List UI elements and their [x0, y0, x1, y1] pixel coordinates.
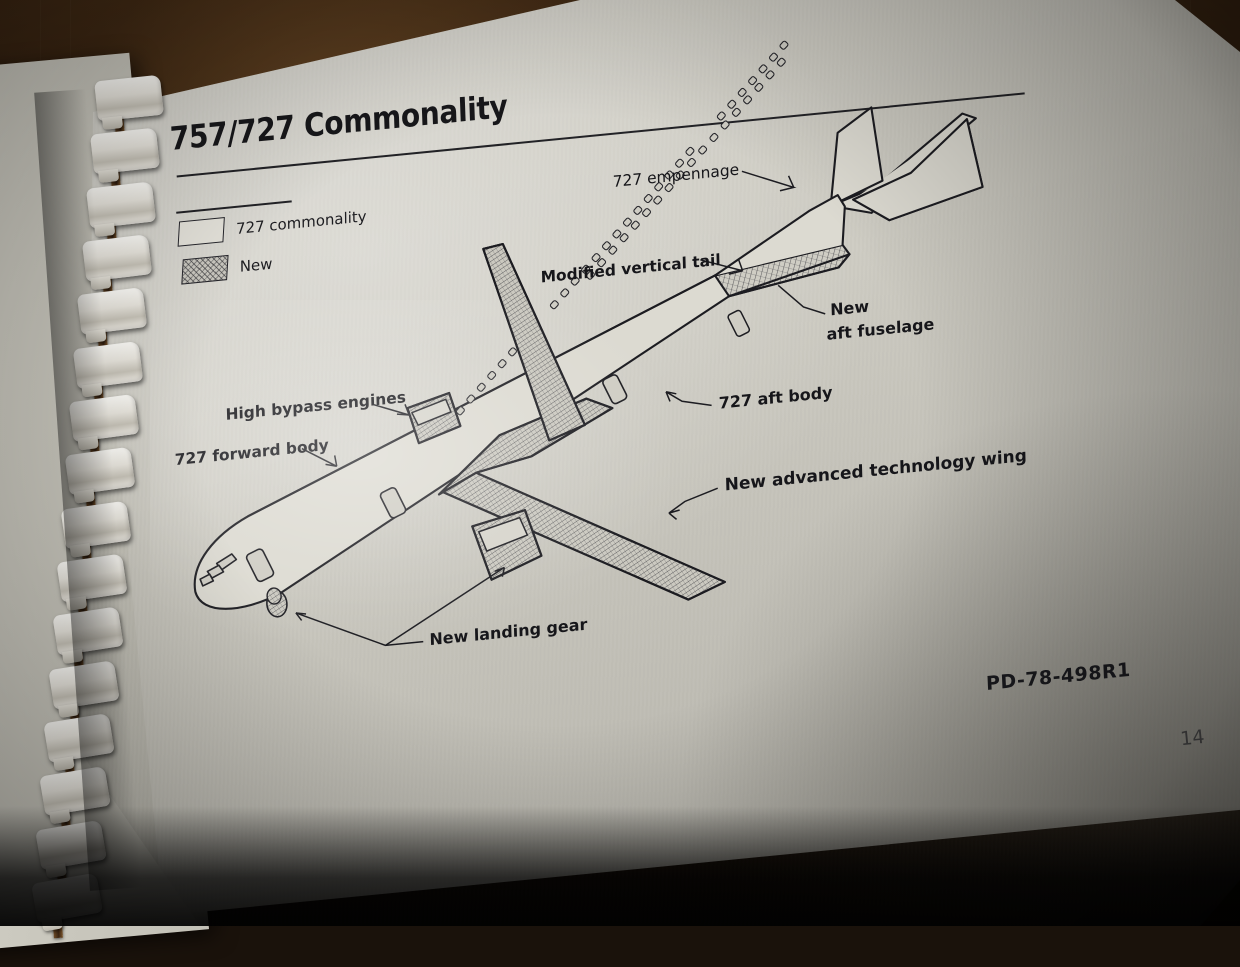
binding-comb-tooth	[52, 606, 124, 657]
binding-comb-tooth	[94, 74, 164, 122]
binding-comb-tooth	[85, 181, 156, 229]
leader-empennage	[741, 170, 797, 192]
binding-comb-tooth	[89, 127, 160, 175]
leader-landing-gear-nose	[295, 612, 424, 647]
binding-comb-tooth	[77, 287, 148, 336]
binding-comb-tooth	[68, 393, 140, 443]
binding-comb-tooth	[43, 712, 116, 764]
book-shadow	[0, 806, 1240, 926]
aft-service-door	[727, 309, 751, 337]
page-number: 14	[1179, 725, 1206, 751]
leader-aft-fuselage	[777, 284, 826, 315]
binding-comb-tooth	[64, 446, 136, 496]
leader-wing	[668, 487, 718, 520]
binding-comb-tooth	[47, 659, 120, 710]
binding-comb-tooth	[60, 500, 132, 550]
callout-label-aft-fuselage-line1: New	[829, 296, 870, 320]
binding-comb-tooth	[73, 340, 144, 389]
binding-comb-tooth	[56, 553, 128, 603]
aft-door	[602, 374, 628, 405]
comb-binding	[0, 0, 190, 939]
leader-aft-body	[665, 391, 712, 407]
binding-comb-tooth	[81, 234, 152, 282]
